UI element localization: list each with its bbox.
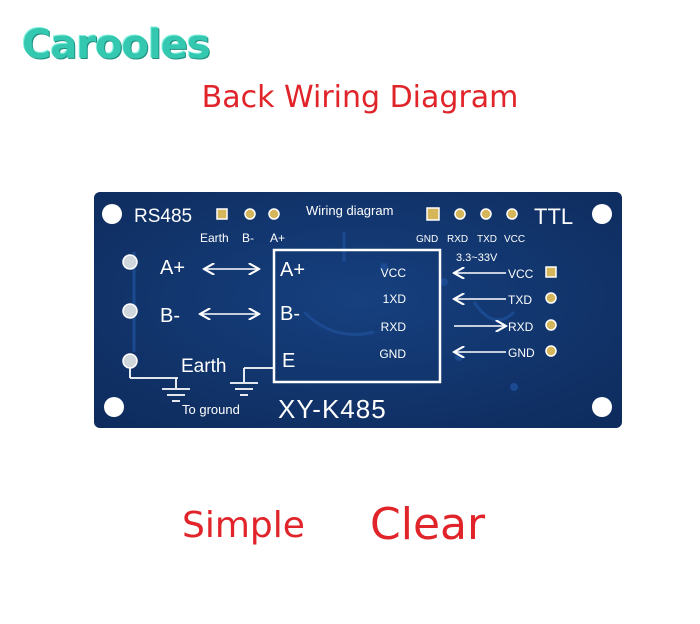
rs485-title: RS485 — [134, 206, 192, 227]
ttl-header-rxd: RXD — [447, 234, 468, 245]
rs485-header-a: A+ — [270, 231, 285, 245]
model-name: XY-K485 — [278, 394, 387, 424]
chip-pin-vcc: VCC — [381, 266, 407, 280]
voltage-range: 3.3~33V — [456, 252, 498, 264]
diagram-caption: Wiring diagram — [306, 203, 393, 218]
terminal-label-a: A+ — [160, 257, 185, 279]
rs485-header-b: B- — [242, 231, 254, 245]
ttl-pin-vcc: VCC — [508, 267, 534, 281]
chip-pin-b: B- — [280, 303, 300, 325]
terminal-screw — [122, 353, 138, 369]
pcb-board-photo: RS485 Wiring diagram TTL Earth B- A+ GND… — [94, 192, 622, 428]
terminal-screw — [122, 254, 138, 270]
chip-pin-1xd: 1XD — [383, 292, 407, 306]
ground-label: To ground — [182, 402, 240, 417]
ttl-pad — [545, 292, 557, 304]
pcb-body — [94, 192, 622, 428]
ttl-pad — [545, 266, 557, 278]
mounting-hole — [592, 397, 612, 417]
pcb-board-svg: RS485 Wiring diagram TTL Earth B- A+ GND… — [94, 192, 622, 428]
page-heading: Back Wiring Diagram — [201, 80, 519, 115]
brand-logo: Carooles — [22, 22, 211, 68]
ground-symbol-right — [230, 367, 274, 396]
tagline-simple: Simple — [182, 505, 305, 546]
chip-outline — [272, 248, 442, 384]
terminal-label-b: B- — [160, 305, 180, 327]
ttl-pad — [545, 345, 557, 357]
chip-pin-rxd: RXD — [381, 320, 407, 334]
ground-symbol-left — [129, 368, 190, 402]
terminal-label-earth: Earth — [181, 356, 226, 377]
ttl-pin-gnd: GND — [508, 346, 535, 360]
mounting-hole — [102, 204, 122, 224]
ttl-header-txd: TXD — [477, 234, 497, 245]
tagline-clear: Clear — [370, 499, 486, 550]
ttl-pin-rxd: RXD — [508, 320, 534, 334]
ttl-title: TTL — [534, 204, 573, 229]
chip-pin-e: E — [282, 350, 295, 372]
ttl-header-gnd: GND — [416, 234, 438, 245]
chip-pin-a: A+ — [280, 259, 305, 281]
terminal-screw — [122, 303, 138, 319]
mounting-hole — [104, 397, 124, 417]
chip-pin-gnd: GND — [379, 347, 406, 361]
mounting-hole — [592, 204, 612, 224]
ttl-pin-txd: TXD — [508, 293, 532, 307]
rs485-header-earth: Earth — [200, 231, 229, 245]
ttl-header-vcc: VCC — [504, 234, 525, 245]
ttl-pad — [545, 319, 557, 331]
